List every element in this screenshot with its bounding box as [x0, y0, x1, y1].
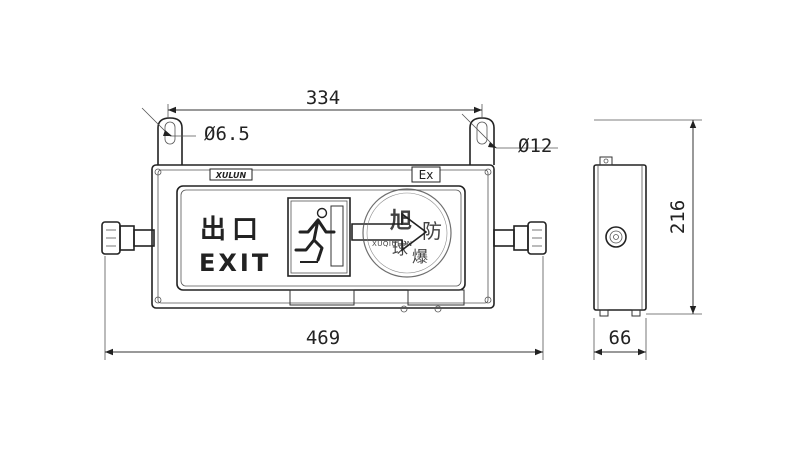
dimension-216: 216 — [594, 119, 702, 315]
dim-216-label: 216 — [667, 200, 689, 234]
brand-plate-text: XULUN — [215, 171, 247, 180]
cable-gland-left — [101, 221, 155, 255]
watermark-logo: 旭 球 防 爆 XUQIULUN — [362, 188, 452, 278]
hole-large-label: Ø12 — [518, 135, 552, 157]
sign-english-text: EXIT — [199, 249, 271, 277]
front-view: 334 Ø6.5 Ø12 — [101, 87, 558, 360]
dimension-334: 334 — [167, 87, 483, 118]
housing-screws — [154, 168, 492, 304]
dim-66-label: 66 — [609, 327, 632, 349]
housing-outline — [151, 164, 495, 309]
side-housing — [593, 164, 647, 311]
running-man-pictogram — [287, 197, 351, 277]
cable-gland-right — [493, 221, 547, 255]
ex-mark: Ex — [419, 168, 434, 182]
dim-469-label: 469 — [306, 327, 340, 349]
hole-leader-small: Ø6.5 — [141, 107, 250, 145]
watermark-char-4: 爆 — [412, 247, 428, 266]
watermark-char-1: 旭 — [389, 209, 412, 234]
side-gland — [605, 226, 627, 248]
watermark-char-2: 球 — [392, 239, 408, 258]
dim-334-label: 334 — [306, 87, 340, 109]
housing-inner-edge — [157, 169, 489, 304]
watermark-char-3: 防 — [422, 219, 442, 243]
sign-chinese-text: 出口 — [200, 215, 264, 245]
dimension-469: 469 — [104, 256, 544, 360]
dimension-66: 66 — [593, 318, 647, 360]
brand-plate: XULUN — [209, 168, 253, 181]
ex-plate: Ex — [411, 166, 441, 183]
side-view: 216 66 — [593, 119, 702, 360]
watermark-latin: XUQIULUN — [372, 240, 413, 248]
bottom-compartments — [289, 289, 465, 313]
hole-small-label: Ø6.5 — [204, 123, 250, 145]
hole-leader-large: Ø12 — [461, 113, 558, 157]
mounting-ear-left — [157, 117, 183, 165]
direction-arrow — [351, 212, 428, 252]
